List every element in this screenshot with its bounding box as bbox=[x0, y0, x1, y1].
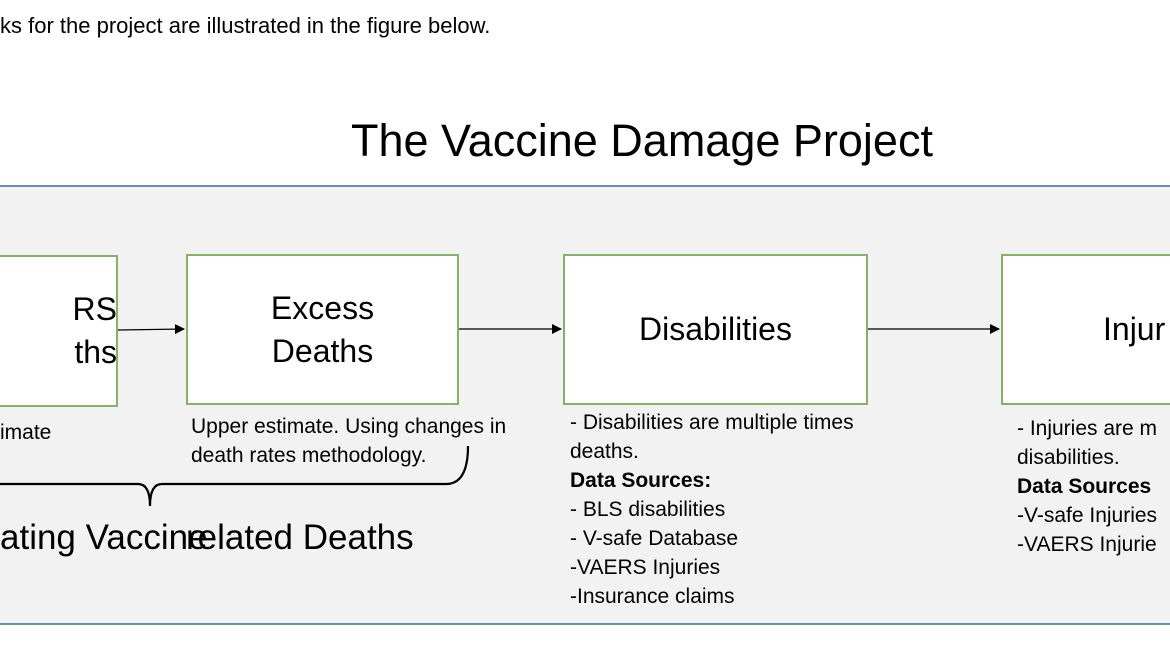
diagram-title: The Vaccine Damage Project bbox=[351, 115, 933, 166]
excess-note: Upper estimate. Using changes in death r… bbox=[191, 412, 506, 470]
intro-text: ks for the project are illustrated in th… bbox=[0, 13, 491, 38]
vaers-deaths-line1: RS bbox=[72, 291, 117, 327]
excess-note-line2: death rates methodology. bbox=[191, 444, 427, 467]
disabilities-source-item: -VAERS Injuries bbox=[570, 556, 721, 579]
disabilities-note: - Disabilities are multiple times deaths… bbox=[570, 408, 854, 611]
disabilities-label: Disabilities bbox=[639, 311, 792, 347]
injuries-label: Injur bbox=[1103, 311, 1166, 347]
vaers-deaths-line2: ths bbox=[74, 334, 117, 370]
group-label-left: ating Vaccine bbox=[0, 518, 208, 557]
vaers-note: imate bbox=[0, 421, 52, 444]
disabilities-source-item: - V-safe Database bbox=[570, 527, 739, 550]
excess-deaths-box: Excess Deaths bbox=[186, 254, 459, 405]
excess-deaths-line2: Deaths bbox=[271, 332, 374, 369]
disabilities-note-line2: deaths. bbox=[570, 440, 639, 463]
injuries-note-line2: disabilities. bbox=[1017, 446, 1120, 469]
disabilities-source-item: - BLS disabilities bbox=[570, 498, 726, 521]
disabilities-sources-heading: Data Sources: bbox=[570, 469, 712, 492]
disabilities-source-item: -Insurance claims bbox=[570, 585, 735, 608]
injuries-source-item: -VAERS Injurie bbox=[1017, 533, 1157, 556]
injuries-box: Injur bbox=[1001, 254, 1170, 405]
injuries-note: - Injuries are m disabilities. Data Sour… bbox=[1017, 414, 1157, 559]
injuries-sources-heading: Data Sources bbox=[1017, 475, 1152, 498]
injuries-note-line1: - Injuries are m bbox=[1017, 417, 1158, 440]
vaers-deaths-box: RS ths bbox=[0, 255, 118, 407]
disabilities-box: Disabilities bbox=[563, 254, 868, 405]
injuries-source-item: -V-safe Injuries bbox=[1017, 504, 1158, 527]
group-label-right: related Deaths bbox=[186, 518, 414, 557]
grouping-brace bbox=[0, 445, 470, 507]
excess-deaths-line1: Excess bbox=[270, 289, 375, 326]
disabilities-note-line1: - Disabilities are multiple times bbox=[570, 411, 854, 434]
excess-note-line1: Upper estimate. Using changes in bbox=[191, 415, 507, 438]
arrow-vaers-to-excess bbox=[117, 324, 185, 335]
